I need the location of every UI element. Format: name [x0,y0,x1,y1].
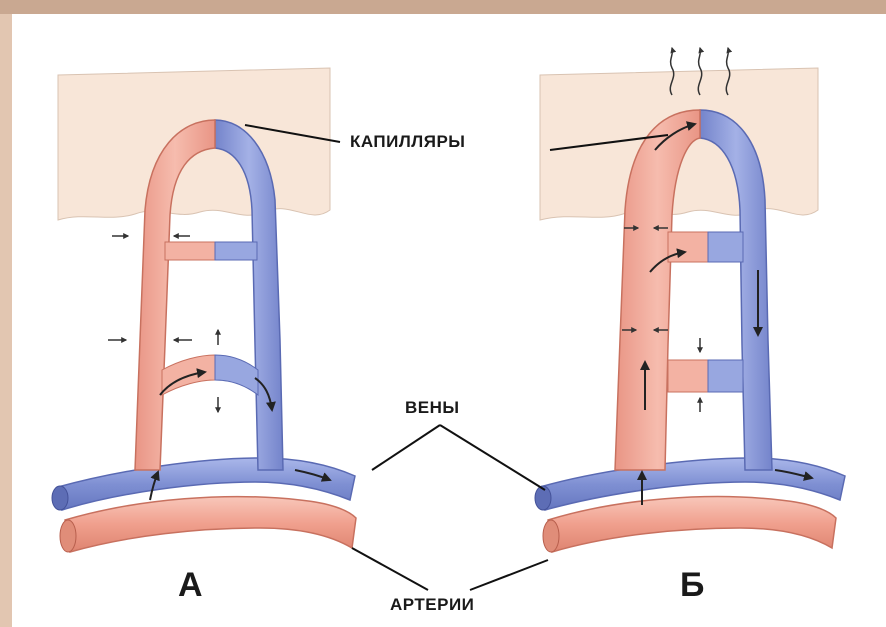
artery-b-end [543,520,559,552]
capillary-b-2-vein [708,360,743,392]
vein-a-end [52,486,68,510]
label-arteries: АРТЕРИИ [390,595,474,615]
label-panel-a: А [178,566,203,605]
capillary-b-2-art [668,360,708,392]
label-panel-b: Б [680,566,705,605]
label-veins: ВЕНЫ [405,398,460,418]
capillary-a-1-vein [215,242,257,260]
capillary-a-1-art [165,242,215,260]
label-capillaries: КАПИЛЛЯРЫ [350,132,465,152]
artery-a-end [60,520,76,552]
capillary-b-1-vein [708,232,743,262]
capillary-b-1-art [668,232,708,262]
